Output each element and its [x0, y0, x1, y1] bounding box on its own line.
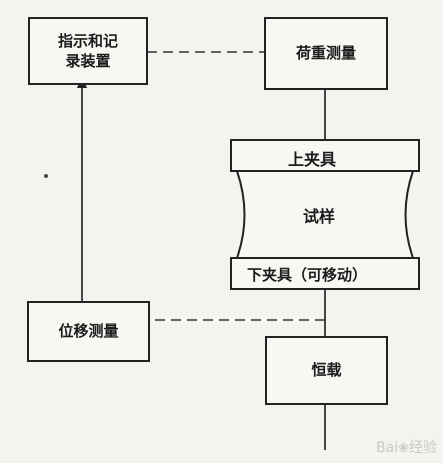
- watermark-suffix: 经验: [409, 440, 437, 456]
- specimen-label: 试样: [303, 207, 336, 226]
- indicator-recorder-box: 指示和记录装置: [28, 17, 148, 85]
- watermark-brand: Bai: [376, 440, 399, 456]
- scan-speck: [44, 174, 48, 178]
- load-measure-label: 荷重测量: [295, 44, 356, 63]
- displacement-measure-label: 位移测量: [58, 322, 119, 341]
- paw-icon: ❀: [398, 441, 409, 456]
- constant-load-box: 恒载: [265, 336, 388, 405]
- displacement-measure-box: 位移测量: [27, 301, 150, 362]
- load-measure-box: 荷重测量: [264, 17, 388, 90]
- indicator-recorder-label: 指示和记录装置: [57, 31, 118, 70]
- upper-clamp-shape: [230, 139, 420, 172]
- lower-clamp-label: 下夹具（可移动）: [247, 266, 368, 284]
- constant-load-label: 恒载: [311, 361, 342, 380]
- watermark: Bai❀经验: [376, 437, 437, 457]
- lower-clamp-shape: [230, 257, 420, 290]
- upper-clamp-label: 上夹具: [288, 150, 337, 169]
